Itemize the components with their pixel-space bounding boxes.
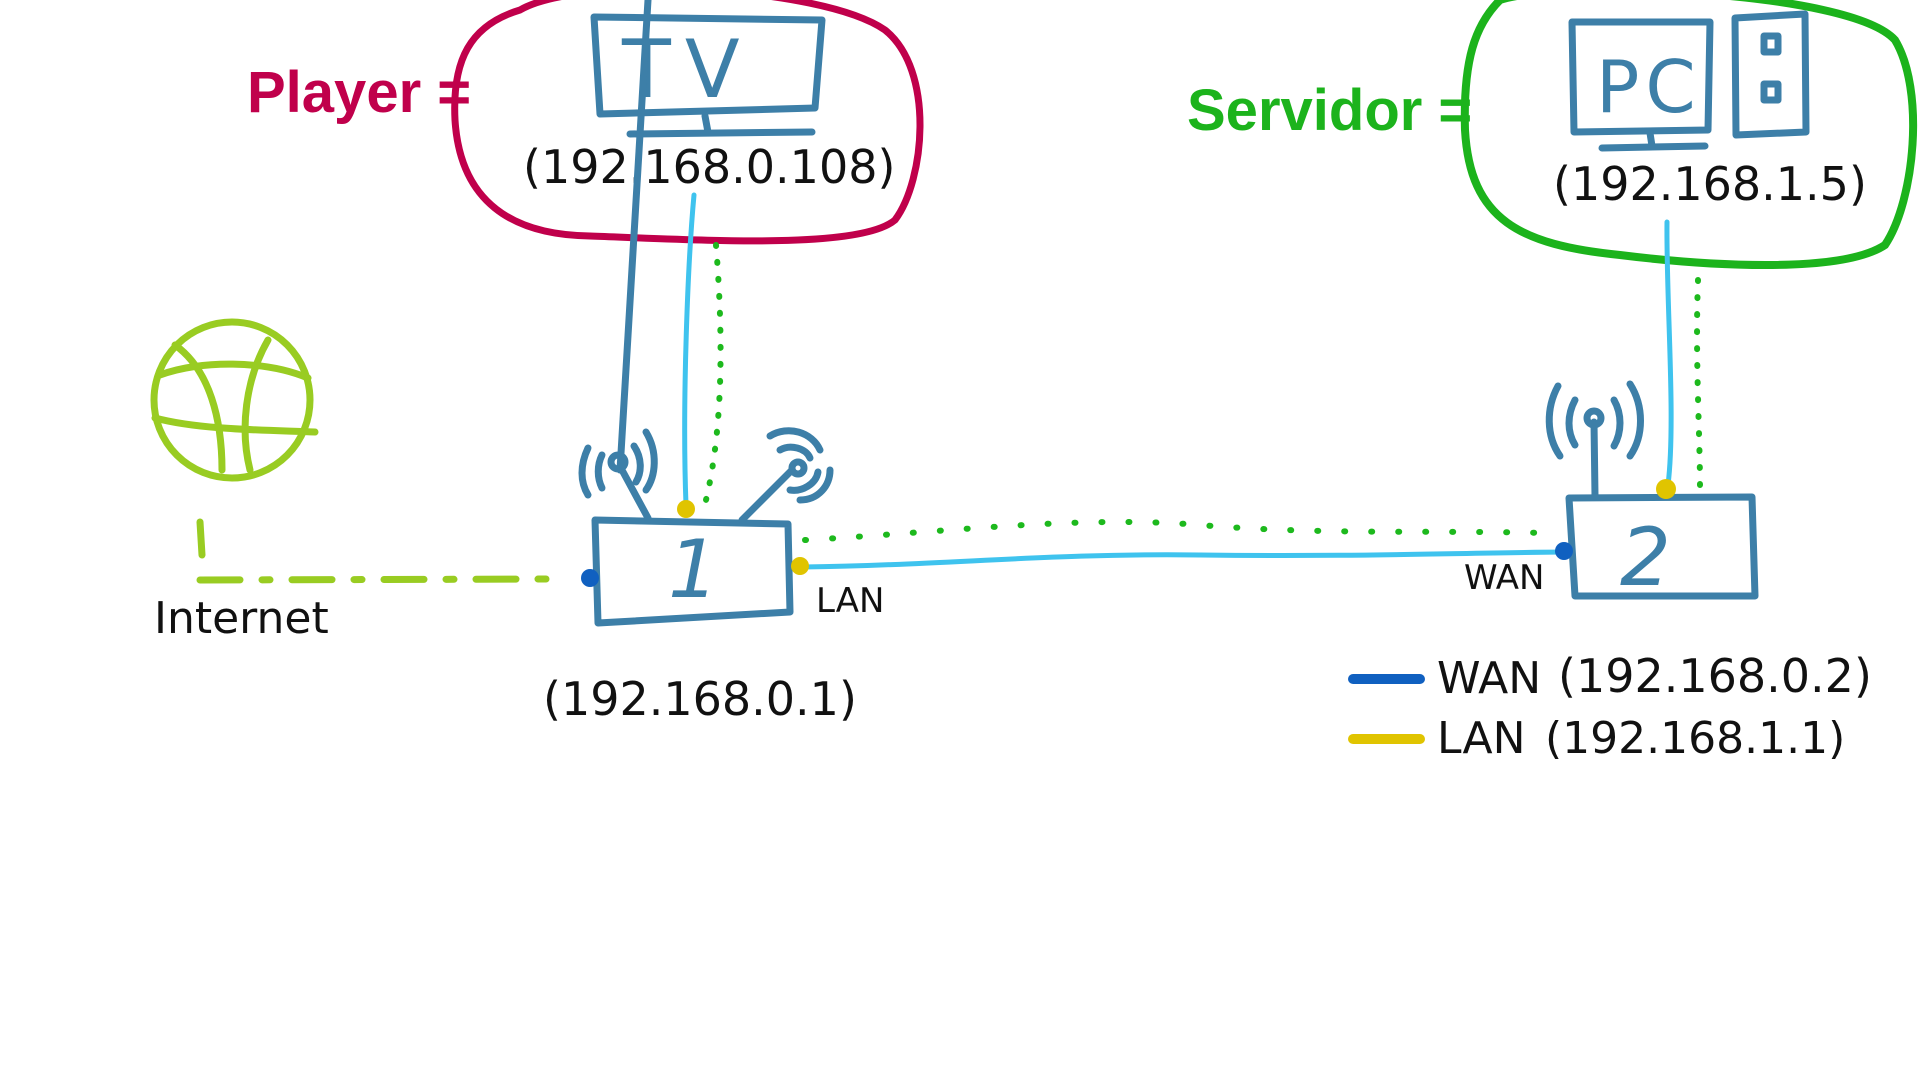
- router1-number: 1: [668, 523, 719, 616]
- legend-wan-value: (192.168.0.2): [1558, 649, 1872, 703]
- pc-label: PC: [1596, 45, 1702, 129]
- legend: WAN (192.168.0.2) LAN (192.168.1.1): [1348, 649, 1872, 764]
- router1-ip: (192.168.0.1): [543, 672, 857, 726]
- router2-icon: [1545, 380, 1759, 600]
- servidor-ip: (192.168.1.5): [1553, 157, 1867, 211]
- pc-router2-wifi: [1694, 277, 1703, 493]
- player-circle: [451, 0, 924, 245]
- tv-router1-wifi: [703, 242, 724, 503]
- globe-icon: [150, 318, 319, 482]
- internet-line: [196, 518, 564, 584]
- router2-wan-label: WAN: [1464, 558, 1544, 598]
- legend-lan-value: (192.168.1.1): [1545, 713, 1845, 764]
- legend-lan-label: LAN: [1437, 713, 1526, 764]
- router1-top-lan-port: [677, 500, 695, 518]
- tv-icon: [590, 13, 826, 138]
- router1-lan-label: LAN: [816, 581, 884, 621]
- router2-lan-port: [1656, 479, 1676, 499]
- player-label: Player =: [247, 60, 471, 125]
- pc-router2-cable: [1664, 219, 1674, 488]
- router1-lan-port: [791, 557, 809, 575]
- router1-router2-wifi: [802, 518, 1548, 543]
- router1-router2-cable: [800, 549, 1565, 570]
- router1-wan-port: [581, 569, 599, 587]
- player-ip: (192.168.0.108): [523, 140, 895, 194]
- router1-icon: [578, 0, 834, 627]
- internet-label: Internet: [154, 593, 329, 644]
- tv-router1-cable: [682, 192, 697, 508]
- pc-icon: [1568, 10, 1810, 152]
- router2-wan-port: [1555, 542, 1573, 560]
- legend-wan-label: WAN: [1437, 653, 1541, 704]
- servidor-circle: [1460, 0, 1918, 269]
- servidor-label: Servidor =: [1187, 78, 1472, 143]
- router2-number: 2: [1620, 511, 1671, 604]
